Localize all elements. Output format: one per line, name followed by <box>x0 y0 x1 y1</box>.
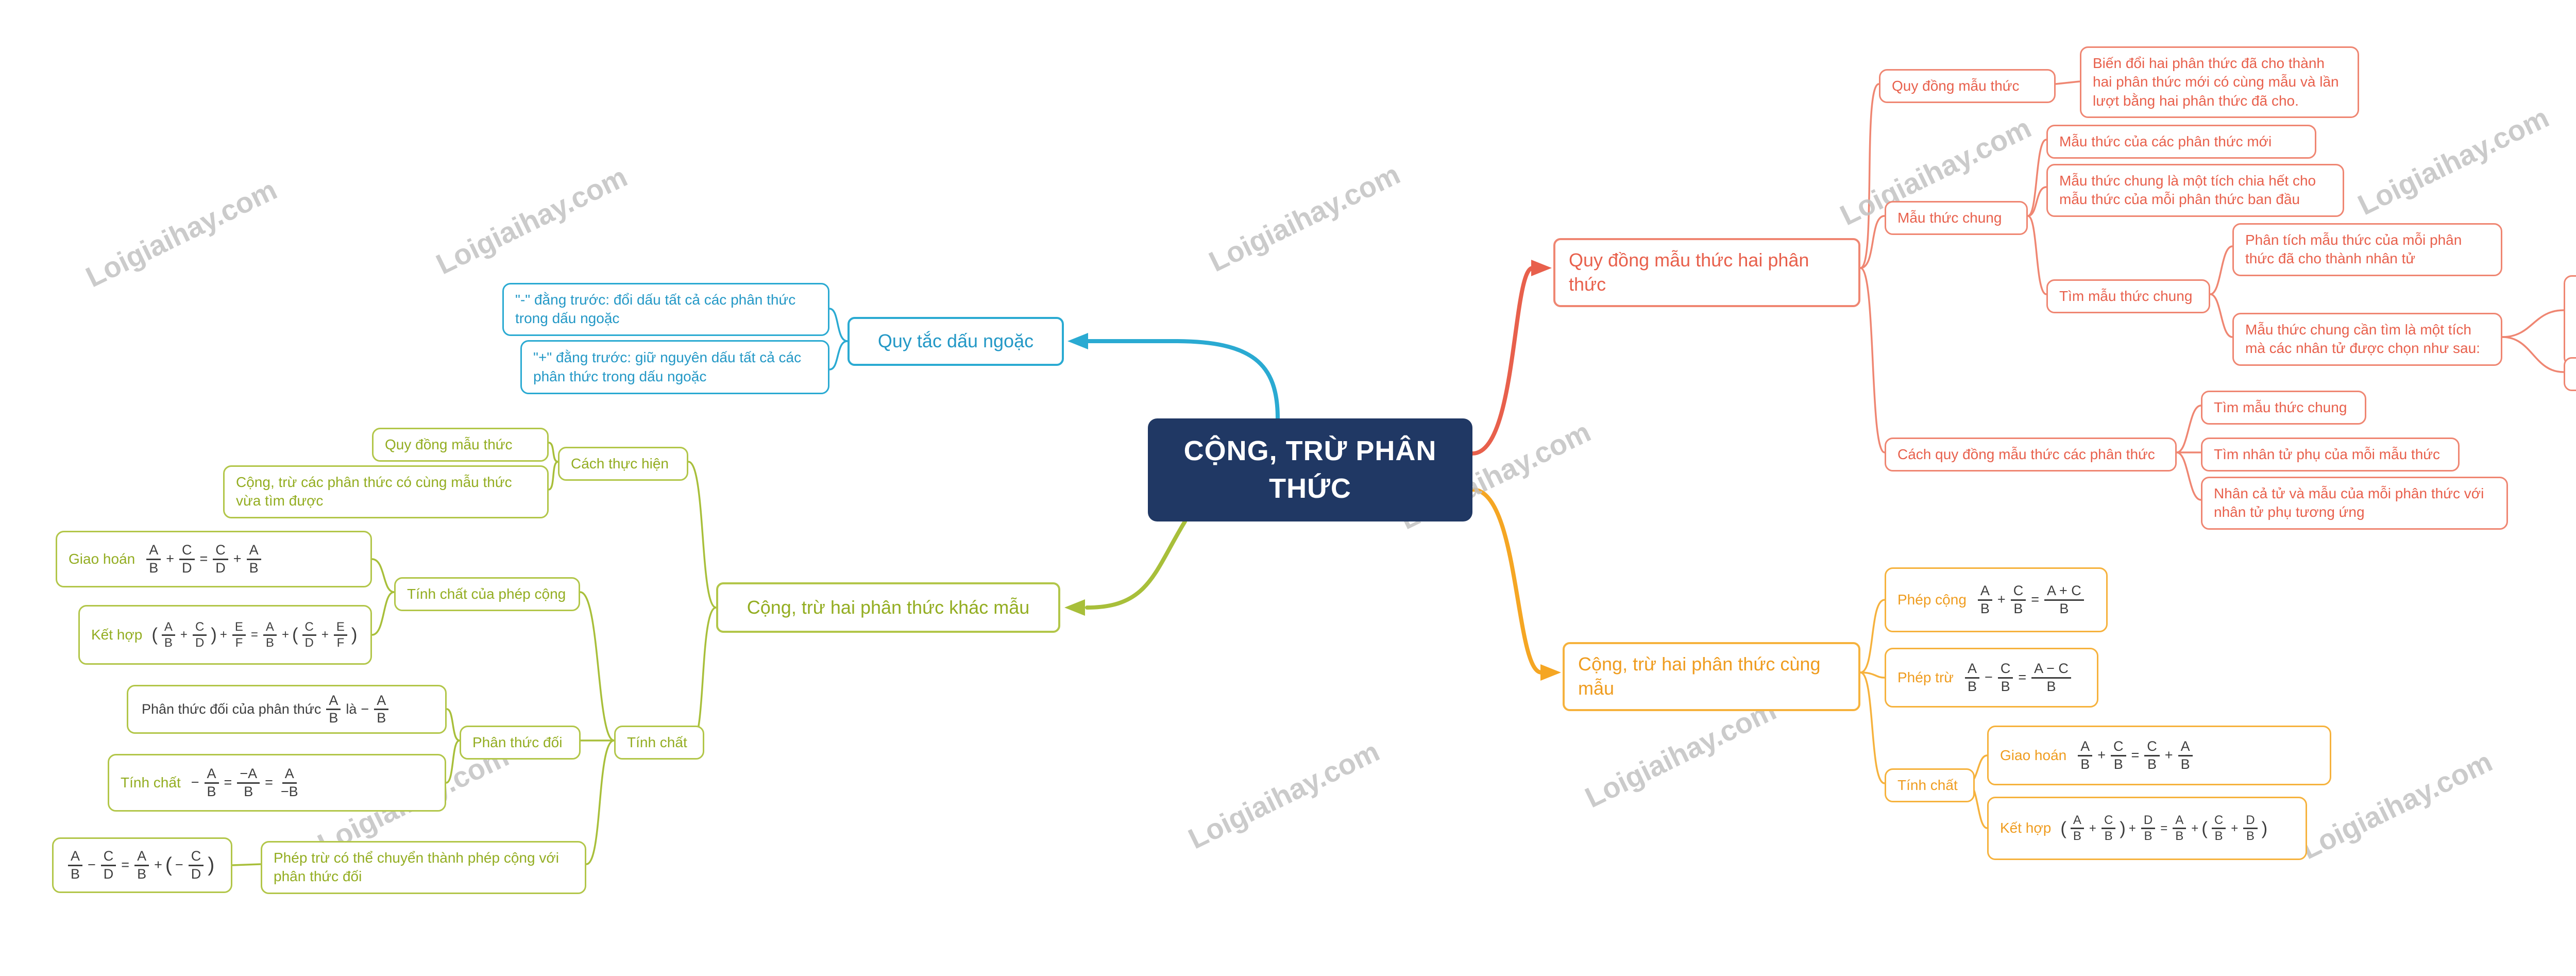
node-label: Tính chất <box>121 774 181 790</box>
node-label: Tìm nhân tử phụ của mỗi mẫu thức <box>2214 446 2441 462</box>
node-label: Quy đồng mẫu thức <box>385 436 513 452</box>
node-label: Mẫu thức chung cần tìm là một tích mà cá… <box>2245 322 2480 357</box>
node-tim-mau-thuc-chung: Tìm mẫu thức chung <box>2046 279 2210 314</box>
node-label: Kết hợp <box>2000 820 2052 836</box>
node-label: Tính chất <box>627 734 687 750</box>
node-plus-rule: "+" đằng trước: giữ nguyên dấu tất cả cá… <box>520 340 829 394</box>
node-label: Giao hoán <box>69 550 135 567</box>
node-tim-mau-thuc-chung-buoc: Tìm mẫu thức chung <box>2201 391 2366 425</box>
node-cach-quy-dong: Cách quy đồng mẫu thức các phân thức <box>1885 437 2177 472</box>
node-mau-thuc-chung-tich: Mẫu thức chung là một tích chia hết cho … <box>2046 164 2344 217</box>
node-minus-rule: "-" đằng trước: đổi dấu tất cả các phân … <box>502 283 829 336</box>
node-label: Mẫu thức của các phân thức mới <box>2059 133 2272 149</box>
node-tinh-chat-phep-cong: Tính chất của phép cộng <box>394 577 580 612</box>
node-label: Mẫu thức chung là một tích chia hết cho … <box>2059 173 2316 208</box>
node-nhan-tu-bang-so: Nhân tử bằng số của mẫu thức chung là BC… <box>2564 275 2576 366</box>
node-quy-dong-mau-thuc-dinh-nghia: Quy đồng mẫu thức <box>1879 69 2056 104</box>
node-label: Phân thức đối <box>472 734 563 750</box>
center-topic-label: CỘNG, TRỪ PHÂN THỨC <box>1183 435 1437 504</box>
node-label: "-" đằng trước: đổi dấu tất cả các phân … <box>515 292 796 327</box>
node-tim-nhan-tu-phu: Tìm nhân tử phụ của mỗi mẫu thức <box>2201 437 2460 472</box>
node-label: Phân tích mẫu thức của mỗi phân thức đã … <box>2245 232 2462 267</box>
node-quy-tac-dau-ngoac: Quy tắc dấu ngoặc <box>848 317 1064 366</box>
node-mau-thuc-chung-can-tim: Mẫu thức chung cần tìm là một tích mà cá… <box>2232 313 2502 366</box>
node-tinh-chat-cung-mau: Tính chất <box>1885 768 1975 803</box>
node-nhan-ca-tu-va-mau: Nhân cả tử và mẫu của mỗi phân thức với … <box>2201 477 2508 530</box>
node-khac-mau: Cộng, trừ hai phân thức khác mẫu <box>716 582 1060 633</box>
node-phep-tru-ghi-chu: Phép trừ có thể chuyển thành phép cộng v… <box>261 841 586 894</box>
node-label: Giao hoán <box>2000 747 2067 763</box>
node-cach-thuc-hien: Cách thực hiện <box>558 447 688 481</box>
node-label: Cách quy đồng mẫu thức các phân thức <box>1897 446 2155 462</box>
node-cung-mau: Cộng, trừ hai phân thức cùng mẫu <box>1563 642 1860 711</box>
node-luy-thua: Lũy thừa có số mũ cao nhất <box>2564 357 2576 392</box>
node-label: Tính chất <box>1897 777 1958 793</box>
node-quy-dong-hai-phan-thuc: Quy đồng mẫu thức hai phân thức <box>1553 238 1860 307</box>
node-phan-tich-nhan-tu: Phân tích mẫu thức của mỗi phân thức đã … <box>2232 223 2502 276</box>
node-label: Biến đổi hai phân thức đã cho thành hai … <box>2093 55 2339 109</box>
node-label: Cộng, trừ hai phân thức khác mẫu <box>747 596 1030 618</box>
node-label: Cộng, trừ các phân thức có cùng mẫu thức… <box>236 474 512 509</box>
node-label: Quy đồng mẫu thức hai phân thức <box>1569 249 1809 295</box>
node-label: Quy đồng mẫu thức <box>1892 78 2020 94</box>
node-bien-doi: Biến đổi hai phân thức đã cho thành hai … <box>2080 46 2359 119</box>
node-tinh-chat-khac-mau: Tính chất <box>614 726 704 760</box>
node-phan-thuc-doi: Phân thức đối <box>460 726 581 760</box>
node-label: Phép cộng <box>1897 591 1967 608</box>
node-cong-tru-vua-tim: Cộng, trừ các phân thức có cùng mẫu thức… <box>223 465 549 518</box>
node-label: Phép trừ có thể chuyển thành phép cộng v… <box>274 850 559 885</box>
node-label: Quy tắc dấu ngoặc <box>877 330 1034 352</box>
node-label: "+" đằng trước: giữ nguyên dấu tất cả cá… <box>533 349 802 384</box>
node-label: Mẫu thức chung <box>1897 210 2002 226</box>
node-quy-dong-mau-thuc: Quy đồng mẫu thức <box>372 428 549 462</box>
node-label: Phép trừ <box>1897 669 1954 685</box>
node-mau-thuc-moi: Mẫu thức của các phân thức mới <box>2046 125 2316 159</box>
node-label: Cách thực hiện <box>571 456 669 472</box>
node-label: Tính chất của phép cộng <box>407 586 566 602</box>
node-label: Nhân cả tử và mẫu của mỗi phân thức với … <box>2214 485 2484 520</box>
node-label: Kết hợp <box>91 626 143 643</box>
node-mau-thuc-chung: Mẫu thức chung <box>1885 201 2028 235</box>
node-label: Tìm mẫu thức chung <box>2059 288 2193 304</box>
node-label: Cộng, trừ hai phân thức cùng mẫu <box>1578 653 1821 699</box>
center-topic: CỘNG, TRỪ PHÂN THỨC <box>1148 418 1472 521</box>
node-label: Tìm mẫu thức chung <box>2214 399 2347 415</box>
